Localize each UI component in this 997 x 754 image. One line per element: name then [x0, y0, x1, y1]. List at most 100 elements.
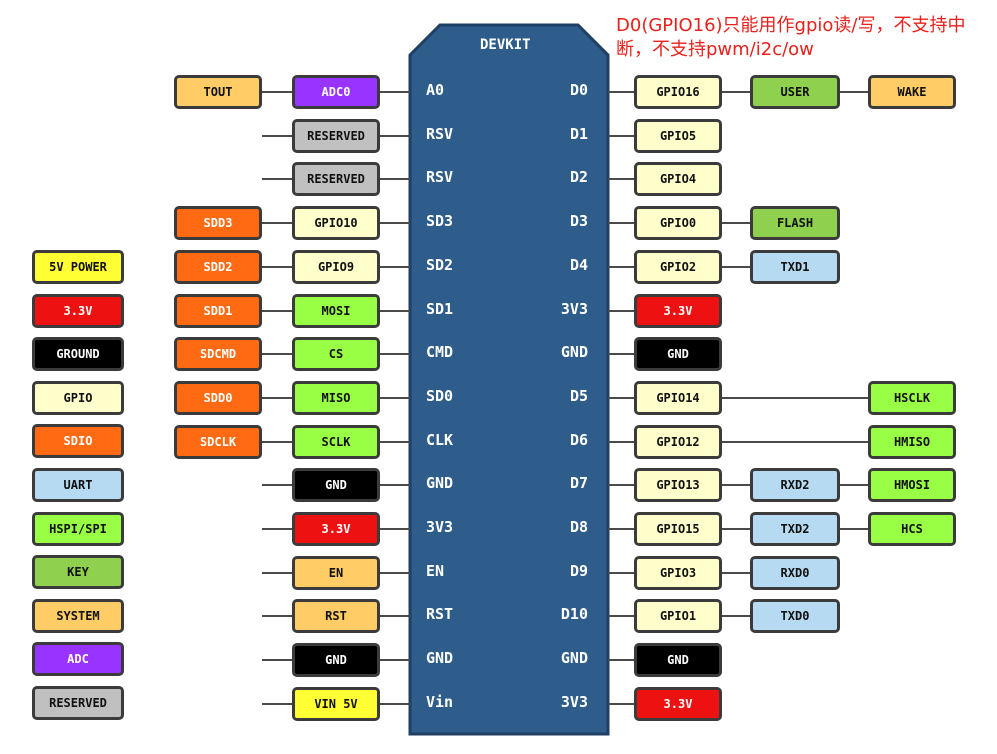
left-pin-cs: CS [292, 337, 380, 372]
right-pin-3-3v: 3.3V [634, 293, 722, 328]
board-pin-rsv: RSV [426, 124, 454, 143]
left-pin-rst: RST [292, 599, 380, 634]
right-pin-gpio1: GPIO1 [634, 599, 722, 634]
legend-uart: UART [32, 468, 124, 502]
right-alt-hmiso: HMISO [868, 424, 956, 459]
right-func-txd0: TXD0 [750, 599, 840, 634]
board-pin-sd2: SD2 [426, 255, 454, 274]
left-pin-gpio10: GPIO10 [292, 206, 380, 241]
right-pin-gpio0: GPIO0 [634, 206, 722, 241]
board-pin-3v3: 3V3 [560, 692, 588, 711]
right-func-txd1: TXD1 [750, 249, 840, 284]
right-pin-gnd: GND [634, 337, 722, 372]
left-func-sdd0: SDD0 [174, 380, 262, 415]
right-connector-line [608, 397, 868, 399]
board-pin-d9: D9 [569, 561, 588, 580]
left-func-sdcmd: SDCMD [174, 337, 262, 372]
left-func-sdd1: SDD1 [174, 293, 262, 328]
left-pin-gnd: GND [292, 468, 380, 503]
right-connector-line [608, 91, 868, 93]
right-alt-hmosi: HMOSI [868, 468, 956, 503]
right-pin-3-3v: 3.3V [634, 686, 722, 721]
right-connector-line [608, 484, 868, 486]
left-func-tout: TOUT [174, 75, 262, 109]
left-pin-gpio9: GPIO9 [292, 249, 380, 284]
right-alt-hsclk: HSCLK [868, 380, 956, 415]
board-pin-gnd: GND [426, 649, 454, 668]
left-pin-reserved: RESERVED [292, 162, 380, 197]
board-pin-d3: D3 [569, 212, 588, 231]
left-func-sdclk: SDCLK [174, 424, 262, 459]
right-func-txd2: TXD2 [750, 512, 840, 546]
annotation-note: D0(GPIO16)只能用作gpio读/写，不支持中断，不支持pwm/i2c/o… [616, 15, 966, 60]
legend-gpio: GPIO [32, 380, 124, 415]
legend-3-3v: 3.3V [32, 293, 124, 328]
right-connector-line [608, 441, 868, 443]
left-pin-reserved: RESERVED [292, 118, 380, 153]
board-pin-3v3: 3V3 [560, 299, 588, 318]
right-pin-gpio15: GPIO15 [634, 512, 722, 546]
right-connector-line [608, 703, 634, 705]
right-func-flash: FLASH [750, 206, 840, 241]
right-pin-gpio5: GPIO5 [634, 118, 722, 153]
left-pin-en: EN [292, 555, 380, 590]
left-pin-sclk: SCLK [292, 424, 380, 459]
left-pin-3-3v: 3.3V [292, 512, 380, 546]
board-pin-clk: CLK [426, 430, 454, 449]
legend-adc: ADC [32, 642, 124, 677]
board-pin-vin: Vin [426, 692, 454, 711]
board-pin-rst: RST [426, 605, 454, 624]
board-pin-d4: D4 [569, 255, 588, 274]
right-pin-gpio14: GPIO14 [634, 380, 722, 415]
board-pin-sd3: SD3 [426, 212, 454, 231]
board-pin-d6: D6 [569, 430, 588, 449]
board-pin-d10: D10 [560, 605, 588, 624]
board-pin-rsv: RSV [426, 168, 454, 187]
left-pin-vin-5v: VIN 5V [292, 686, 380, 721]
right-func-rxd0: RXD0 [750, 555, 840, 590]
board-title: DEVKIT [480, 37, 531, 53]
board-pin-d8: D8 [569, 518, 588, 536]
right-connector-line [608, 528, 868, 530]
board-pin-d2: D2 [569, 168, 588, 187]
right-pin-gpio3: GPIO3 [634, 555, 722, 590]
legend-sdio: SDIO [32, 424, 124, 459]
board-body [408, 23, 610, 736]
board-pin-sd0: SD0 [426, 386, 454, 405]
right-connector-line [608, 178, 634, 180]
board-pin-a0: A0 [426, 81, 445, 99]
right-connector-line [608, 310, 634, 312]
right-pin-gpio2: GPIO2 [634, 249, 722, 284]
right-alt-wake: WAKE [868, 75, 956, 109]
right-pin-gpio12: GPIO12 [634, 424, 722, 459]
board-pin-cmd: CMD [426, 343, 454, 362]
legend-5v-power: 5V POWER [32, 250, 124, 284]
board-pin-3v3: 3V3 [426, 518, 454, 536]
right-pin-gpio13: GPIO13 [634, 468, 722, 503]
board-pin-d0: D0 [569, 81, 588, 99]
left-func-sdd3: SDD3 [174, 206, 262, 241]
right-connector-line [608, 659, 634, 661]
legend-hspi-spi: HSPI/SPI [32, 511, 124, 546]
right-connector-line [608, 353, 634, 355]
board-pin-sd1: SD1 [426, 299, 454, 318]
board-pin-en: EN [426, 561, 445, 580]
legend-key: KEY [32, 555, 124, 590]
left-pin-gnd: GND [292, 643, 380, 678]
legend-reserved: RESERVED [32, 686, 124, 720]
board-pin-d7: D7 [569, 474, 588, 493]
left-pin-adc0: ADC0 [292, 75, 380, 109]
left-pin-mosi: MOSI [292, 293, 380, 328]
right-func-user: USER [750, 75, 840, 109]
board-pin-d1: D1 [569, 124, 588, 143]
right-pin-gpio16: GPIO16 [634, 75, 722, 109]
left-pin-miso: MISO [292, 380, 380, 415]
right-pin-gnd: GND [634, 643, 722, 678]
left-func-sdd2: SDD2 [174, 249, 262, 284]
board-pin-gnd: GND [560, 343, 588, 362]
right-alt-hcs: HCS [868, 512, 956, 546]
board-pin-gnd: GND [560, 649, 588, 668]
right-func-rxd2: RXD2 [750, 468, 840, 503]
board-pin-gnd: GND [426, 474, 454, 493]
